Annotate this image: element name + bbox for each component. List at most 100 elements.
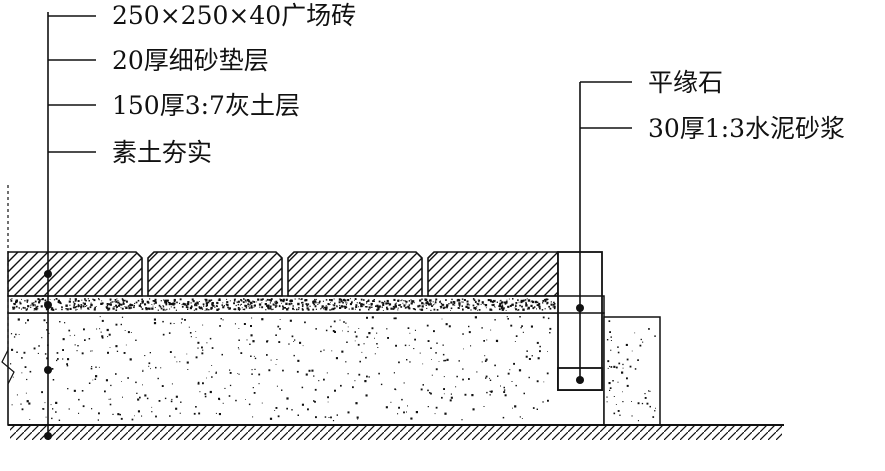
speckle xyxy=(235,304,237,307)
speckle xyxy=(646,402,649,405)
speckle xyxy=(144,394,147,397)
speckle xyxy=(170,400,173,403)
speckle xyxy=(297,359,300,362)
speckle xyxy=(241,307,243,309)
speckle xyxy=(77,300,80,302)
speckle xyxy=(139,396,141,399)
speckle xyxy=(15,299,18,302)
speckle xyxy=(282,305,284,307)
speckle xyxy=(377,308,380,311)
speckle xyxy=(248,304,250,306)
speckle xyxy=(528,358,531,360)
speckle xyxy=(359,309,361,311)
leader-dot xyxy=(44,432,52,440)
speckle xyxy=(325,329,328,332)
speckle xyxy=(361,351,363,353)
speckle xyxy=(324,307,328,311)
speckle xyxy=(435,352,437,354)
speckle xyxy=(394,304,397,306)
speckle xyxy=(525,304,528,307)
speckle xyxy=(407,405,408,407)
speckle xyxy=(503,301,506,304)
speckle xyxy=(258,373,261,376)
speckle xyxy=(458,360,460,362)
speckle xyxy=(331,309,333,311)
speckle xyxy=(245,301,247,303)
speckle xyxy=(195,331,197,332)
speckle xyxy=(525,302,527,305)
speckle xyxy=(106,328,109,332)
speckle xyxy=(484,360,487,362)
speckle xyxy=(56,352,59,354)
speckle xyxy=(221,353,223,356)
speckle xyxy=(534,300,538,304)
speckle xyxy=(200,307,203,310)
speckle xyxy=(101,319,104,322)
speckle xyxy=(115,304,118,307)
speckle xyxy=(525,355,528,358)
speckle xyxy=(343,299,345,301)
speckle xyxy=(401,398,403,401)
speckle xyxy=(612,380,614,382)
speckle xyxy=(164,301,166,304)
speckle xyxy=(131,418,134,421)
speckle xyxy=(162,305,164,307)
speckle xyxy=(272,303,275,306)
speckle xyxy=(24,307,26,309)
speckle xyxy=(26,301,28,303)
speckle xyxy=(368,306,371,309)
speckle xyxy=(277,415,280,418)
speckle xyxy=(187,301,190,304)
speckle xyxy=(95,366,97,368)
speckle xyxy=(26,299,29,302)
speckle xyxy=(414,329,416,331)
speckle xyxy=(201,352,204,355)
speckle xyxy=(276,385,278,387)
speckle xyxy=(228,308,230,310)
speckle xyxy=(434,303,436,305)
speckle xyxy=(402,302,404,304)
speckle xyxy=(313,400,315,402)
speckle xyxy=(81,299,83,301)
speckle xyxy=(129,358,132,361)
speckle xyxy=(137,398,140,401)
speckle xyxy=(173,306,176,309)
speckle xyxy=(462,301,464,303)
label-cement-mortar: 30厚1:3水泥砂浆 xyxy=(648,114,845,143)
speckle xyxy=(618,362,621,365)
speckle xyxy=(21,408,24,411)
speckle xyxy=(440,302,442,305)
speckle xyxy=(151,304,153,305)
speckle xyxy=(533,306,536,308)
speckle xyxy=(491,304,493,305)
speckle xyxy=(500,385,501,387)
speckle xyxy=(122,302,125,305)
speckle xyxy=(134,415,135,417)
speckle xyxy=(119,413,121,416)
speckle xyxy=(338,298,342,301)
speckle xyxy=(167,300,168,302)
speckle xyxy=(290,300,293,303)
speckle xyxy=(409,332,411,334)
speckle xyxy=(29,370,32,373)
speckle xyxy=(370,304,373,306)
speckle xyxy=(274,305,276,307)
speckle xyxy=(422,363,424,365)
speckle xyxy=(181,306,184,308)
speckle xyxy=(38,345,40,347)
speckle xyxy=(610,349,612,351)
speckle xyxy=(357,343,360,346)
speckle xyxy=(519,416,521,418)
speckle xyxy=(542,316,545,319)
speckle xyxy=(80,304,83,306)
speckle xyxy=(124,330,126,331)
speckle xyxy=(462,333,464,335)
speckle xyxy=(173,298,176,302)
speckle xyxy=(476,302,478,305)
speckle xyxy=(268,369,271,372)
speckle xyxy=(377,347,379,348)
speckle xyxy=(357,418,359,420)
leader-dot xyxy=(576,376,584,384)
speckle xyxy=(21,372,23,374)
speckle xyxy=(301,386,304,389)
